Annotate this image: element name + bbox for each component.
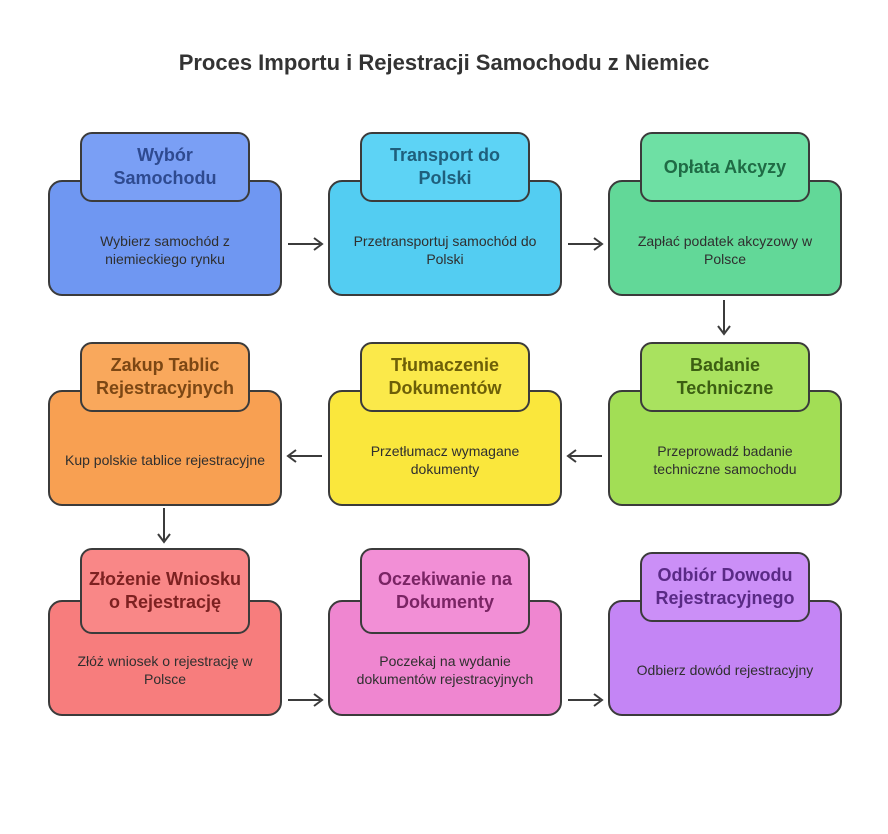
step-title: Odbiór Dowodu Rejestracyjnego [640, 552, 810, 622]
step-title: Zakup Tablic Rejestracyjnych [80, 342, 250, 412]
step-description: Odbierz dowód rejestracyjny [636, 662, 814, 678]
step-zlozenie-wniosku: Złóż wniosek o rejestrację w Polsce Złoże… [48, 548, 282, 718]
step-title: Wybór Samochodu [80, 132, 250, 202]
arrow-left-2 [284, 448, 324, 464]
step-tlumaczenie-dokumentow: Przetłumacz wymagane dokumenty Tłumaczeni… [328, 342, 562, 508]
step-description: Wybierz samochód z niemieckiego rynku [100, 233, 230, 267]
step-wybor-samochodu: Wybierz samochód z niemieckiego rynku Wyb… [48, 132, 282, 298]
step-title: Opłata Akcyzy [640, 132, 810, 202]
step-title: Oczekiwanie na Dokumenty [360, 548, 530, 634]
arrow-right-3 [286, 692, 326, 708]
step-title: Złożenie Wniosku o Rejestrację [80, 548, 250, 634]
arrow-right-1 [286, 236, 326, 252]
page-title: Proces Importu i Rejestracji Samochodu z… [178, 50, 710, 75]
arrow-right-2 [566, 236, 606, 252]
step-oplata-akcyzy: Zapłać podatek akcyzowy w Polsce Opłata A… [608, 132, 842, 298]
step-description: Złóż wniosek o rejestrację w Polsce [77, 653, 253, 687]
step-title: Badanie Techniczne [640, 342, 810, 412]
step-description: Kup polskie tablice rejestracyjne [65, 452, 265, 468]
step-title: Transport do Polski [360, 132, 530, 202]
step-badanie-techniczne: Przeprowadź badanie techniczne samochodu… [608, 342, 842, 508]
step-oczekiwanie-na-dokumenty: Poczekaj na wydanie dokumentów rejestrac… [328, 548, 562, 718]
step-zakup-tablic: Kup polskie tablice rejestracyjne Zakup T… [48, 342, 282, 508]
step-description: Przetłumacz wymagane dokumenty [370, 443, 520, 477]
step-odbior-dowodu: Odbierz dowód rejestracyjny Odbiór Dowodu… [608, 552, 842, 718]
step-title: Tłumaczenie Dokumentów [360, 342, 530, 412]
step-description: Poczekaj na wydanie dokumentów rejestrac… [356, 653, 534, 687]
step-description: Przetransportuj samochód do Polski [353, 233, 537, 267]
step-description: Zapłać podatek akcyzowy w Polsce [637, 233, 813, 267]
step-transport-do-polski: Przetransportuj samochód do Polski Transp… [328, 132, 562, 298]
arrow-down-1 [716, 298, 732, 338]
step-description: Przeprowadź badanie techniczne samochodu [653, 443, 797, 477]
arrow-left-1 [564, 448, 604, 464]
arrow-down-2 [156, 506, 172, 546]
arrow-right-4 [566, 692, 606, 708]
